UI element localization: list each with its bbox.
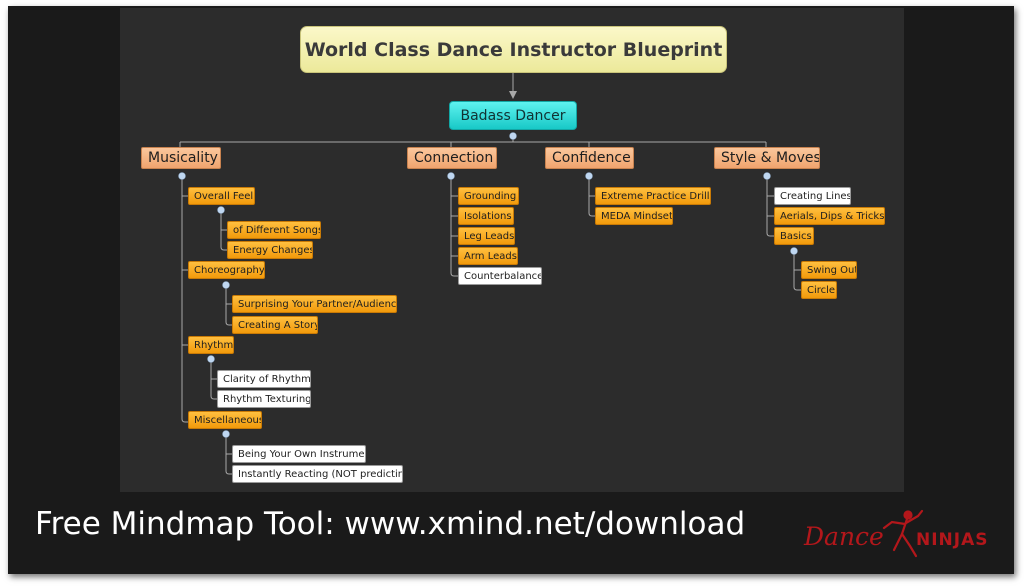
node-instantly-reacting[interactable]: Instantly Reacting (NOT predicting) xyxy=(232,465,403,483)
node-different-songs[interactable]: of Different Songs xyxy=(227,221,321,239)
node-arm-leads[interactable]: Arm Leads xyxy=(458,247,518,265)
node-energy-changes[interactable]: Energy Changes xyxy=(227,241,313,259)
logo-ninjas-text: NINJAS xyxy=(916,530,989,550)
central-topic[interactable]: Badass Dancer xyxy=(449,101,577,130)
node-swing-out[interactable]: Swing Out xyxy=(801,261,857,279)
node-choreography[interactable]: Choreography xyxy=(188,261,265,279)
node-basics[interactable]: Basics xyxy=(774,227,814,245)
root-topic[interactable]: World Class Dance Instructor Blueprint xyxy=(300,26,727,73)
node-isolations[interactable]: Isolations xyxy=(458,207,514,225)
node-circle[interactable]: Circle xyxy=(801,281,837,299)
node-grounding[interactable]: Grounding xyxy=(458,187,519,205)
node-aerials-dips[interactable]: Aerials, Dips & Tricks xyxy=(774,207,885,225)
footer-caption: Free Mindmap Tool: www.xmind.net/downloa… xyxy=(35,506,746,542)
node-meda-mindset[interactable]: MEDA Mindset xyxy=(595,207,673,225)
node-own-instrument[interactable]: Being Your Own Instrument xyxy=(232,445,366,463)
node-miscellaneous[interactable]: Miscellaneous xyxy=(188,411,262,429)
node-clarity-rhythms[interactable]: Clarity of Rhythms xyxy=(217,370,311,388)
node-creating-lines[interactable]: Creating Lines xyxy=(774,187,851,205)
logo-dance-text: Dance xyxy=(804,522,884,551)
branch-connection[interactable]: Connection xyxy=(407,147,497,169)
branch-musicality[interactable]: Musicality xyxy=(141,147,221,169)
node-counterbalance[interactable]: Counterbalance xyxy=(458,267,542,285)
node-surprising-partner[interactable]: Surprising Your Partner/Audience xyxy=(232,295,397,313)
node-leg-leads[interactable]: Leg Leads xyxy=(458,227,515,245)
node-rhythm-texturing[interactable]: Rhythm Texturing xyxy=(217,390,311,408)
branch-confidence[interactable]: Confidence xyxy=(545,147,634,169)
dancer-figure-icon xyxy=(882,509,924,558)
node-overall-feel[interactable]: Overall Feel xyxy=(188,187,255,205)
node-rhythm[interactable]: Rhythm xyxy=(188,336,234,354)
branch-style-moves[interactable]: Style & Moves xyxy=(714,147,820,169)
dance-ninjas-logo: Dance NINJAS xyxy=(802,508,1002,564)
node-practice-drills[interactable]: Extreme Practice Drills xyxy=(595,187,711,205)
node-creating-story[interactable]: Creating A Story xyxy=(232,316,318,334)
